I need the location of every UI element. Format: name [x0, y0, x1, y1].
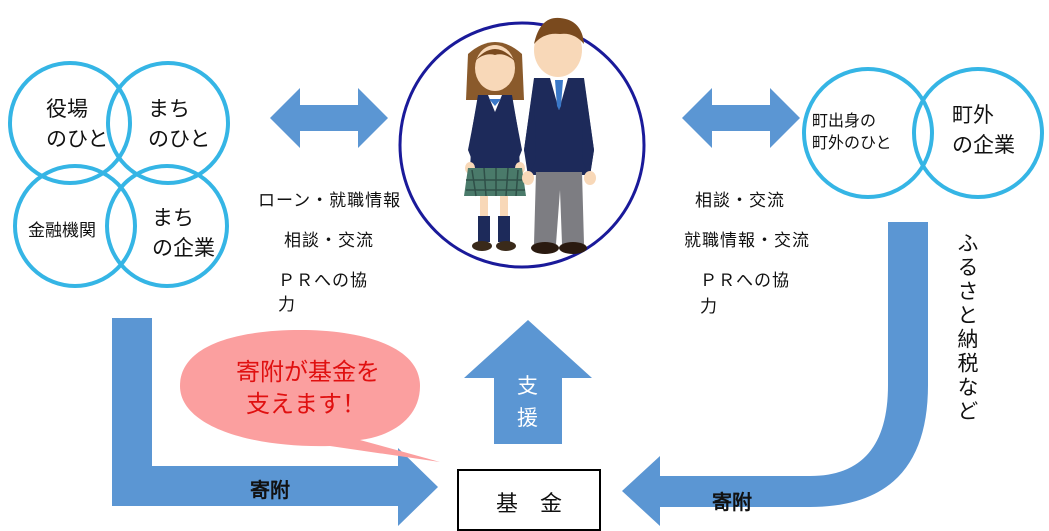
right-donation-arrow — [622, 222, 928, 526]
label-chogai-kigyo: 町外 の企業 — [952, 103, 1015, 157]
right-donation-label: 寄附 — [712, 490, 752, 514]
label-kinyu: 金融機関 — [28, 221, 96, 241]
double-arrow-right — [682, 88, 800, 148]
label-choshusshin: 町出身の 町外のひと — [812, 111, 892, 152]
left-relation-line1: ローン・就職情報 — [258, 191, 402, 211]
circle-chogai-kigyo — [912, 67, 1044, 199]
right-relation-line2: 就職情報・交流 — [684, 231, 810, 251]
label-machi-hito: まち のひと — [148, 97, 211, 151]
left-relation-line2: 相談・交流 — [284, 231, 374, 251]
left-relation-line4: 力 — [278, 295, 296, 315]
support-label: 支 援 — [517, 374, 538, 430]
double-arrow-left — [270, 88, 388, 148]
support-arrow — [464, 320, 592, 444]
circle-machi-hito — [106, 61, 230, 185]
circle-choshusshin — [802, 67, 934, 199]
right-circle-group — [802, 67, 1044, 199]
circle-kinyu — [13, 164, 137, 288]
fund-box — [457, 469, 601, 531]
left-circle-group — [8, 61, 230, 288]
right-relation-line3: ＰＲへの協 — [700, 271, 790, 291]
circle-yakuba — [8, 61, 132, 185]
label-yakuba: 役場 のひと — [46, 97, 109, 151]
callout-text: 寄附が基金を 支えます！ — [236, 358, 380, 418]
right-relation-line1: 相談・交流 — [695, 191, 785, 211]
callout-bubble — [180, 330, 440, 462]
students-illustration — [464, 17, 596, 254]
left-donation-arrow — [112, 318, 438, 526]
label-machi-kigyo: まち の企業 — [152, 206, 215, 260]
right-relation-line4: 力 — [700, 297, 718, 317]
furusato-label: ふるさと納税など — [955, 232, 979, 424]
circle-machi-kigyo — [105, 164, 229, 288]
left-donation-label: 寄附 — [250, 478, 290, 502]
fund-label: 基 金 — [495, 492, 562, 517]
boy-figure — [522, 17, 596, 254]
left-relation-line3: ＰＲへの協 — [278, 271, 368, 291]
girl-figure — [464, 42, 526, 251]
